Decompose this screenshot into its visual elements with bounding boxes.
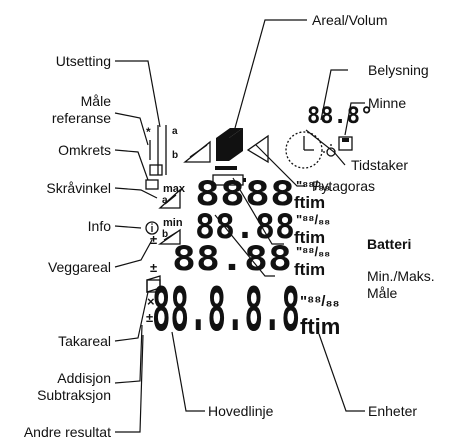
angle-digits: 88.8°	[307, 104, 373, 129]
timer-icon	[285, 131, 323, 169]
outline-icon	[145, 179, 159, 190]
cube-icon	[215, 128, 243, 170]
b-label-top: b	[172, 150, 178, 161]
lcd-panel: 88.8° 8888 "⁸⁸/₈₈ ftim 88.88 "⁸⁸/₈	[145, 104, 373, 345]
label-tidstaker: Tidstaker	[351, 157, 408, 173]
slope-icon	[158, 188, 181, 209]
svg-text:*: *	[146, 125, 151, 139]
battery-icon	[212, 174, 246, 186]
row3-digits: 88.88	[172, 239, 292, 279]
label-min-maks-2: Måle	[367, 285, 398, 301]
svg-text:±: ±	[150, 232, 157, 247]
row2-digits: 88.88	[195, 207, 295, 247]
cube-underline	[215, 166, 237, 170]
a-label-top: a	[172, 126, 178, 137]
main-digits: 88.8.8.8	[152, 275, 300, 345]
memory-icon	[338, 136, 353, 151]
label-hovedlinje: Hovedlinje	[208, 403, 274, 419]
label-enheter: Enheter	[368, 403, 417, 419]
max-label: max	[163, 183, 186, 195]
row1-frac: "⁸⁸/₈₈	[296, 178, 330, 193]
label-omkrets: Omkrets	[58, 142, 111, 158]
plus-minus-icon: ± ± × ±	[146, 232, 157, 325]
label-minne: Minne	[368, 95, 406, 111]
ceiling-area-icon	[146, 275, 161, 293]
triangle-icon-left	[183, 140, 211, 163]
row2-frac: "⁸⁸/₈₈	[296, 212, 330, 227]
row3-frac: "⁸⁸/₈₈	[296, 244, 330, 259]
main-frac: "⁸⁸/₈₈	[300, 293, 340, 310]
label-utsetting: Utsetting	[56, 53, 111, 69]
label-areal-volum: Areal/Volum	[312, 12, 387, 28]
label-takareal: Takareal	[58, 333, 111, 349]
min-label: min	[163, 217, 183, 229]
svg-text:×: ×	[147, 294, 155, 309]
label-belysning: Belysning	[368, 62, 429, 78]
label-min-maks-1: Min./Maks.	[367, 268, 435, 284]
label-skravinkel: Skråvinkel	[46, 180, 111, 196]
b-label: b	[162, 229, 168, 240]
label-male-referanse-2: referanse	[52, 110, 111, 126]
leader-lines	[114, 19, 365, 433]
svg-text:±: ±	[150, 260, 157, 275]
triangle-icon-right	[246, 134, 269, 164]
row1-unit: ftim	[294, 193, 325, 212]
label-veggareal: Veggareal	[48, 259, 111, 275]
reference-icon: *	[146, 125, 167, 176]
label-batteri: Batteri	[367, 236, 411, 252]
label-addisjon-2: Subtraksjon	[37, 387, 111, 403]
main-unit: ftim	[300, 314, 340, 339]
label-pytagoras: Pytagoras	[312, 178, 375, 194]
label-addisjon-1: Addisjon	[57, 370, 111, 386]
a-label: a	[162, 195, 168, 206]
label-andre-resultat: Andre resultat	[24, 424, 111, 440]
row1-digits: 8888	[195, 174, 295, 214]
row2-unit: ftim	[294, 228, 325, 247]
label-info: Info	[88, 218, 112, 234]
row3-unit: ftim	[294, 260, 325, 279]
light-icon	[323, 144, 336, 157]
svg-text:±: ±	[146, 310, 153, 325]
wall-area-icon	[157, 228, 181, 245]
info-icon	[145, 221, 159, 235]
label-male-referanse-1: Måle	[81, 93, 112, 109]
